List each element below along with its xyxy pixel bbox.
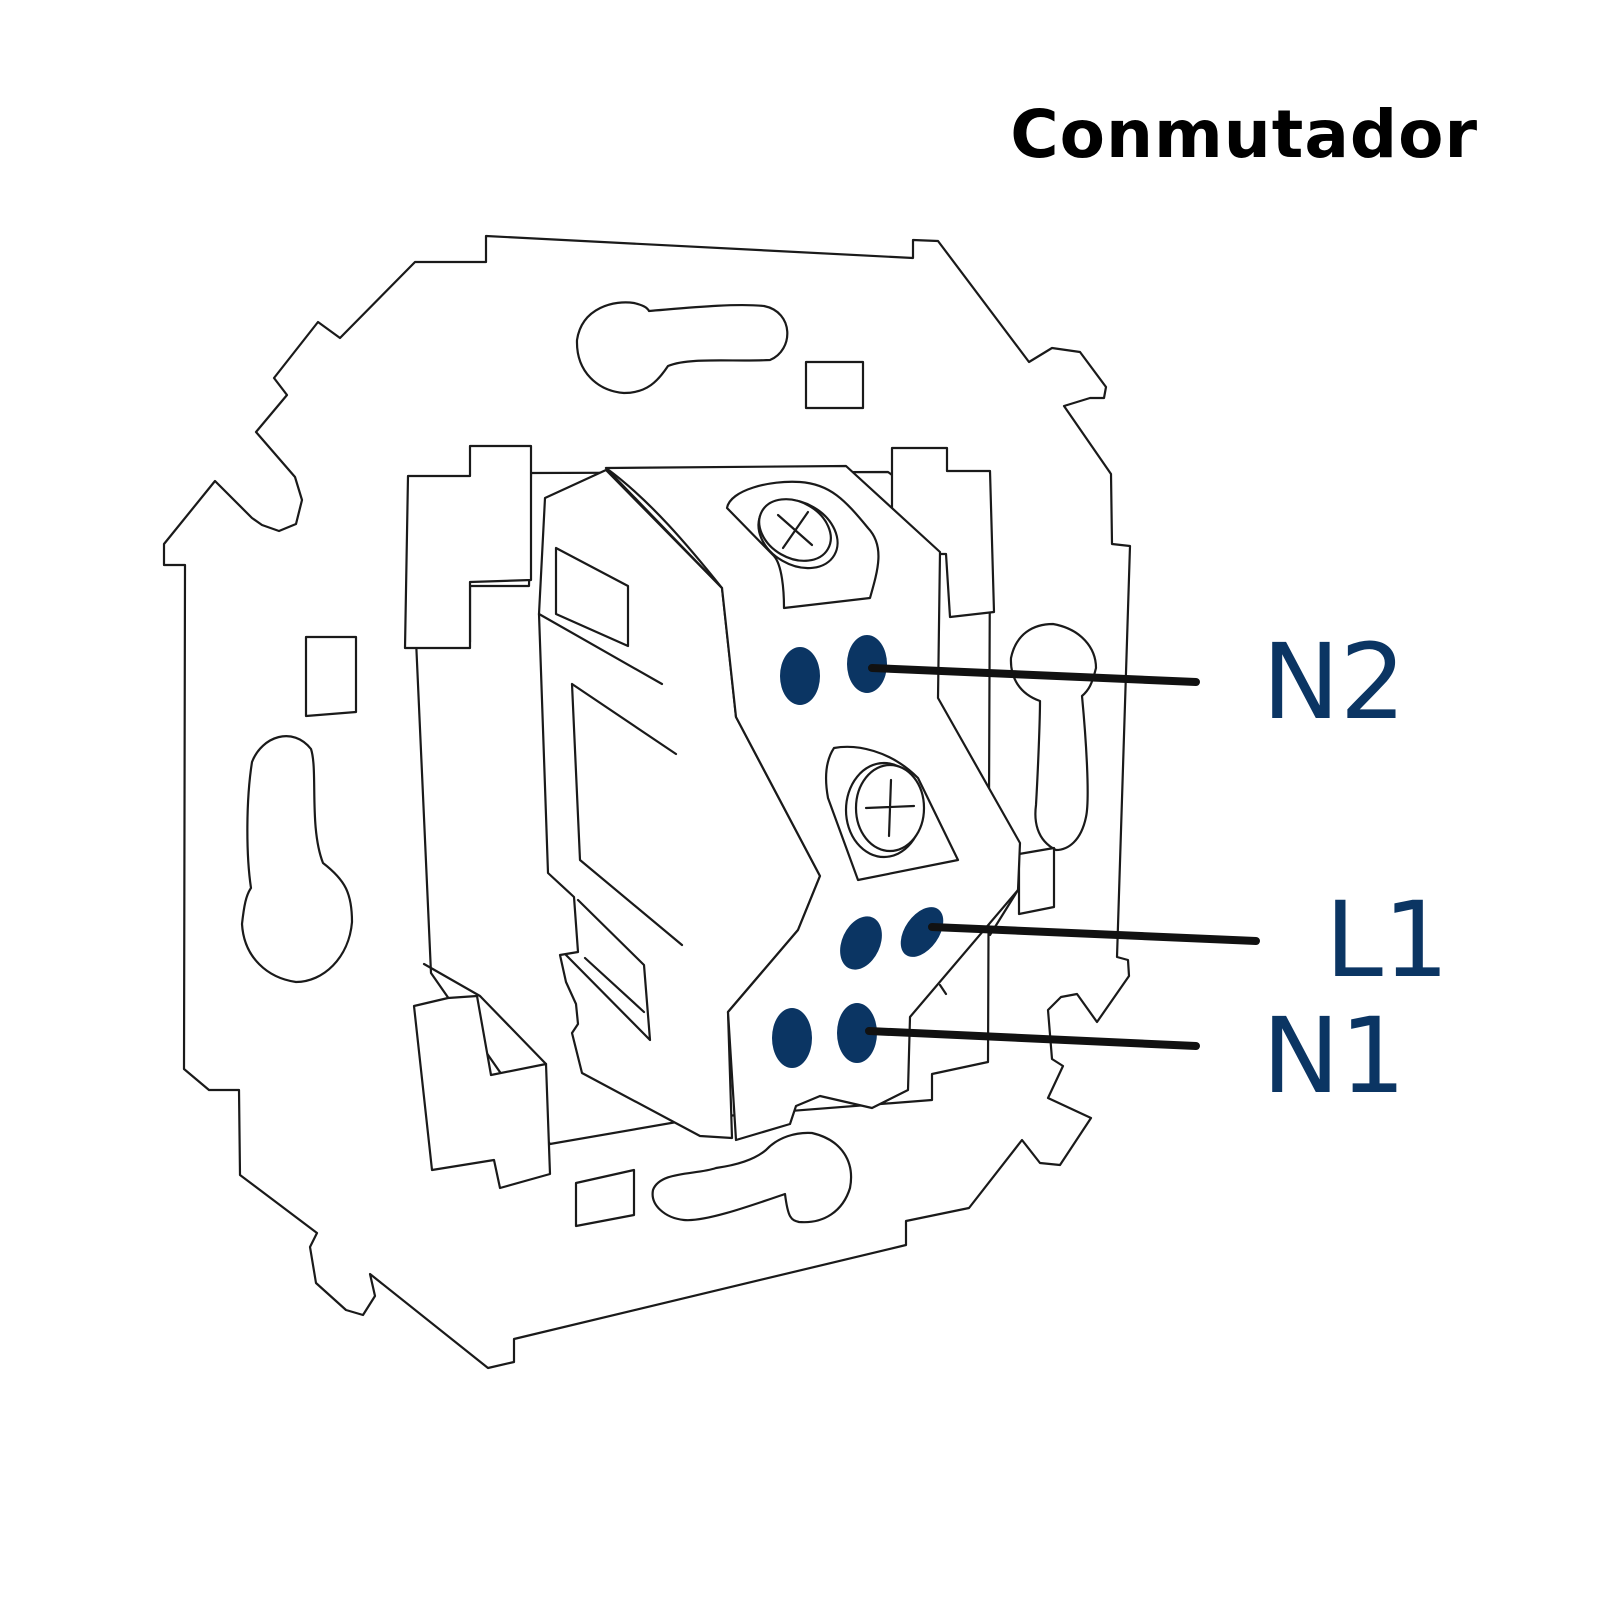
frame-square-hole-left — [304, 635, 358, 718]
bottom-keyhole-slot — [651, 1131, 853, 1224]
terminal-n2-hole — [847, 635, 887, 693]
frame-square-hole-bottom — [574, 1168, 636, 1228]
lower-left-clip — [412, 994, 552, 1190]
panel-detail-3 — [570, 682, 684, 947]
top-keyhole-slot — [575, 301, 789, 395]
terminal-l1-group — [840, 907, 944, 970]
frame-square-hole-top — [804, 360, 865, 410]
panel-detail-2 — [537, 612, 664, 686]
panel-detail-4 — [564, 898, 652, 1042]
wire-n1 — [865, 1027, 1200, 1050]
terminal-n2-group — [780, 635, 887, 705]
upper-left-clip — [403, 444, 533, 650]
panel-detail-1 — [554, 546, 630, 648]
panel-detail-5 — [583, 956, 646, 1014]
terminal-label-n2: N2 — [1262, 621, 1406, 743]
upper-screw-slot — [776, 510, 814, 550]
wire-n2 — [868, 664, 1200, 686]
front-face-left-edge — [604, 466, 724, 590]
terminal-n2-aux-hole — [780, 647, 820, 705]
terminal-label-n1: N1 — [1262, 995, 1406, 1117]
terminal-l1-hole — [900, 907, 944, 957]
mechanism-front-face — [604, 464, 1022, 1142]
diagram-title: Conmutador — [1010, 96, 1478, 173]
frame-square-hole-right — [1017, 846, 1056, 916]
left-keyhole-slot — [240, 735, 354, 984]
terminal-n1-aux-hole — [772, 1008, 812, 1068]
terminal-l1-aux-hole — [840, 916, 882, 970]
wire-l1 — [928, 923, 1260, 945]
terminal-n1-group — [772, 1003, 877, 1068]
terminal-n1-hole — [837, 1003, 877, 1063]
lower-left-clip-edge — [422, 962, 548, 1066]
terminal-label-l1: L1 — [1325, 879, 1450, 1001]
middle-screw-slot — [864, 778, 916, 838]
